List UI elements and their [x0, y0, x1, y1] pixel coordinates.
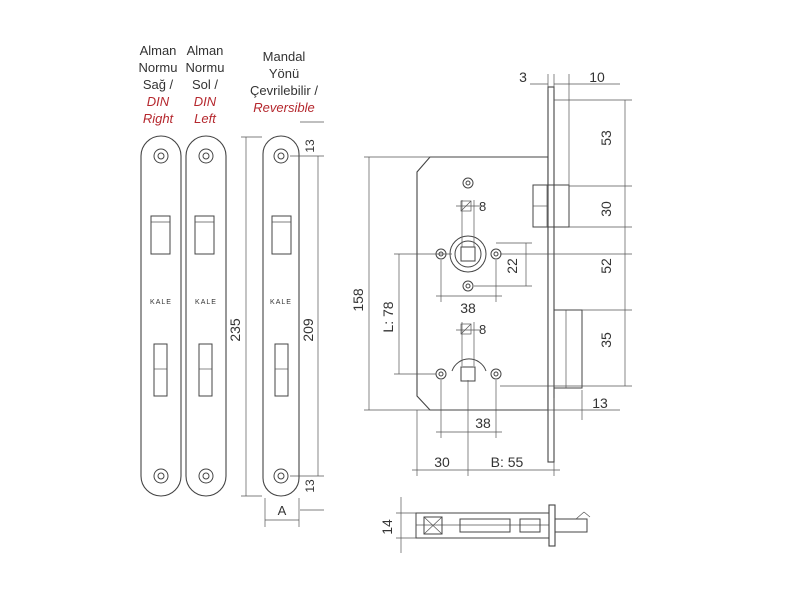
dim-52: 52 [598, 258, 614, 274]
brand-mark: KALE [150, 299, 172, 306]
dim-30-latch: 30 [598, 201, 614, 217]
faceplate-din-left: KALE [185, 135, 227, 497]
dim-35: 35 [598, 332, 614, 348]
faceplate-dimensions: 235 209 13 13 A [227, 121, 324, 527]
dim-13-top: 13 [303, 139, 317, 153]
dim-l78: L: 78 [380, 301, 396, 332]
lock-body [416, 86, 583, 463]
dim-14: 14 [379, 519, 395, 535]
dim-209: 209 [300, 318, 316, 342]
faceplate-reversible: KALE [262, 135, 300, 497]
dim-10: 10 [589, 69, 605, 85]
caption-reversible: Mandal Yönü Çevrilebilir / Reversible [250, 49, 318, 115]
caption-din-left: Alman Normu Sol / DIN Left [185, 43, 225, 126]
caption-din-right: Alman Normu Sağ / DIN Right [138, 43, 178, 126]
brand-mark: KALE [195, 299, 217, 306]
dim-30-edge: 30 [434, 454, 450, 470]
dim-13-throw: 13 [592, 395, 608, 411]
dim-13-bottom: 13 [303, 479, 317, 493]
dim-235: 235 [227, 318, 243, 342]
brand-mark: KALE [270, 299, 292, 306]
dim-158: 158 [350, 288, 366, 312]
side-view: 14 [379, 497, 591, 553]
dim-8-upper: 8 [479, 199, 486, 214]
dim-53: 53 [598, 130, 614, 146]
body-dimensions: 3 10 53 30 52 35 13 158 [350, 69, 632, 476]
dim-38-upper: 38 [460, 300, 476, 316]
dim-22: 22 [504, 258, 520, 274]
dim-38-lower: 38 [475, 415, 491, 431]
dim-8-lower: 8 [479, 322, 486, 337]
dim-a: A [278, 503, 287, 518]
dim-b55: B: 55 [491, 454, 524, 470]
dim-3: 3 [519, 69, 527, 85]
faceplate-din-right: KALE [140, 135, 182, 497]
